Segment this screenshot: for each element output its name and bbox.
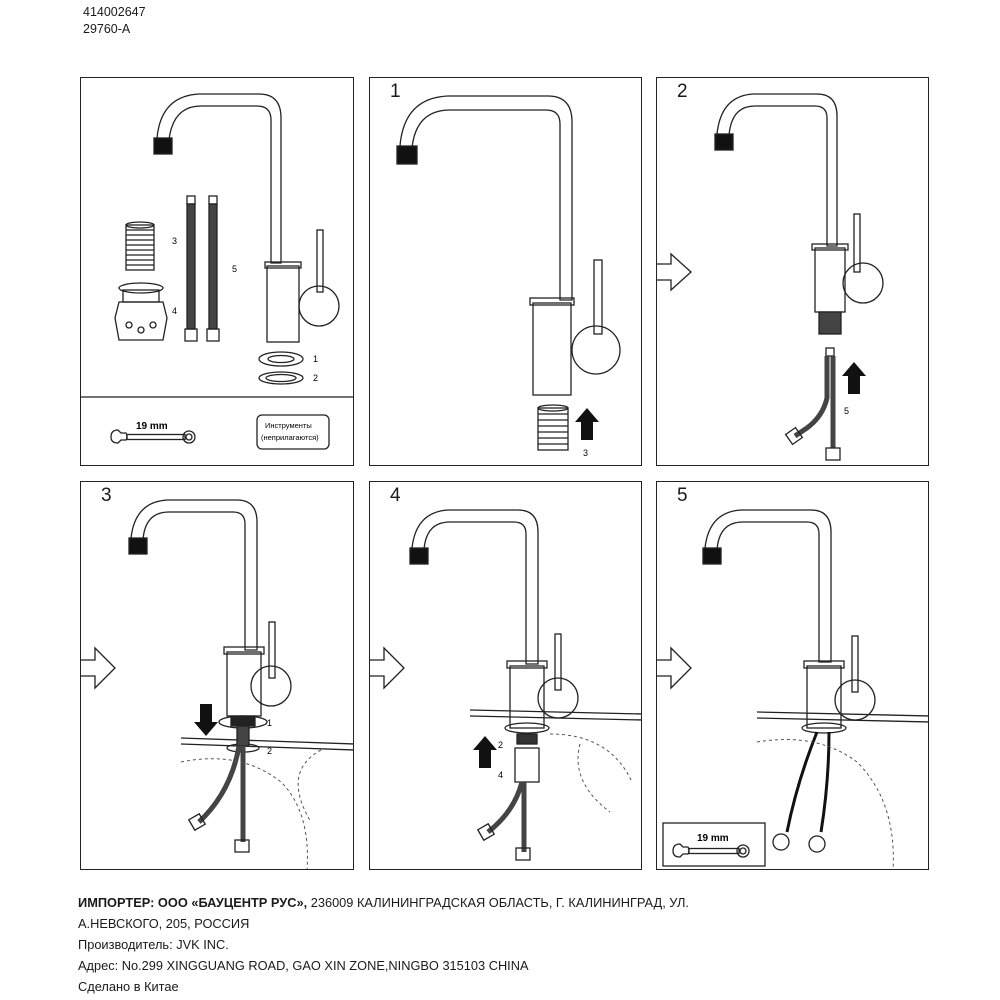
manufacturer-address: Адрес: No.299 XINGGUANG ROAD, GAO XIN ZO… bbox=[78, 958, 529, 973]
step5-illustration: 19 mm bbox=[657, 509, 928, 869]
step3-label-1: 1 bbox=[267, 718, 272, 728]
step-panel-4: 4 2 4 bbox=[369, 481, 642, 870]
parts-illustration: 3 4 5 1 2 19 mm Инструменты (неприлагают… bbox=[81, 93, 353, 450]
article-number: 414002647 bbox=[83, 5, 146, 19]
model-number: 29760-A bbox=[83, 22, 131, 36]
part-label-3: 3 bbox=[172, 236, 177, 246]
manufacturer: Производитель: JVK INC. bbox=[78, 937, 229, 952]
step-panel-3: 3 1 2 bbox=[80, 481, 354, 870]
step-number: 2 bbox=[677, 81, 688, 102]
step2-illustration: 5 bbox=[657, 93, 884, 461]
step4-illustration: 2 4 bbox=[370, 509, 641, 861]
importer-info: ИМПОРТЕР: ООО «БАУЦЕНТР РУС», 236009 КАЛ… bbox=[78, 892, 978, 997]
step1-label-3: 3 bbox=[583, 448, 588, 458]
step1-illustration: 3 bbox=[396, 95, 621, 458]
importer-address-1: 236009 КАЛИНИНГРАДСКАЯ ОБЛАСТЬ, Г. КАЛИН… bbox=[307, 895, 689, 910]
step4-label-4: 4 bbox=[498, 770, 503, 780]
step-panel-1: 1 3 bbox=[369, 77, 642, 466]
wrench-size: 19 mm bbox=[136, 421, 168, 432]
step4-label-2: 2 bbox=[498, 740, 503, 750]
importer-label: ИМПОРТЕР: ООО «БАУЦЕНТР РУС», bbox=[78, 895, 308, 910]
step5-wrench-size: 19 mm bbox=[697, 833, 729, 844]
part-label-4: 4 bbox=[172, 306, 177, 316]
step-number: 1 bbox=[390, 81, 401, 102]
part-label-5: 5 bbox=[232, 264, 237, 274]
tools-note-line2: (неприлагаются) bbox=[261, 433, 319, 442]
part-label-1: 1 bbox=[313, 354, 318, 364]
step-number: 5 bbox=[677, 485, 688, 506]
importer-address-2: А.НЕВСКОГО, 205, РОССИЯ bbox=[78, 916, 250, 931]
step2-label-5: 5 bbox=[844, 406, 849, 416]
parts-panel: 3 4 5 1 2 19 mm Инструменты (неприлагают… bbox=[80, 77, 354, 466]
step3-label-2: 2 bbox=[267, 746, 272, 756]
tools-note-line1: Инструменты bbox=[265, 421, 312, 430]
step-number: 4 bbox=[390, 485, 401, 506]
step-panel-5: 5 19 mm bbox=[656, 481, 929, 870]
country-of-origin: Сделано в Китае bbox=[78, 979, 179, 994]
step-number: 3 bbox=[101, 485, 112, 506]
part-label-2: 2 bbox=[313, 373, 318, 383]
step-panel-2: 2 5 bbox=[656, 77, 929, 466]
step3-illustration: 1 2 bbox=[81, 499, 353, 869]
